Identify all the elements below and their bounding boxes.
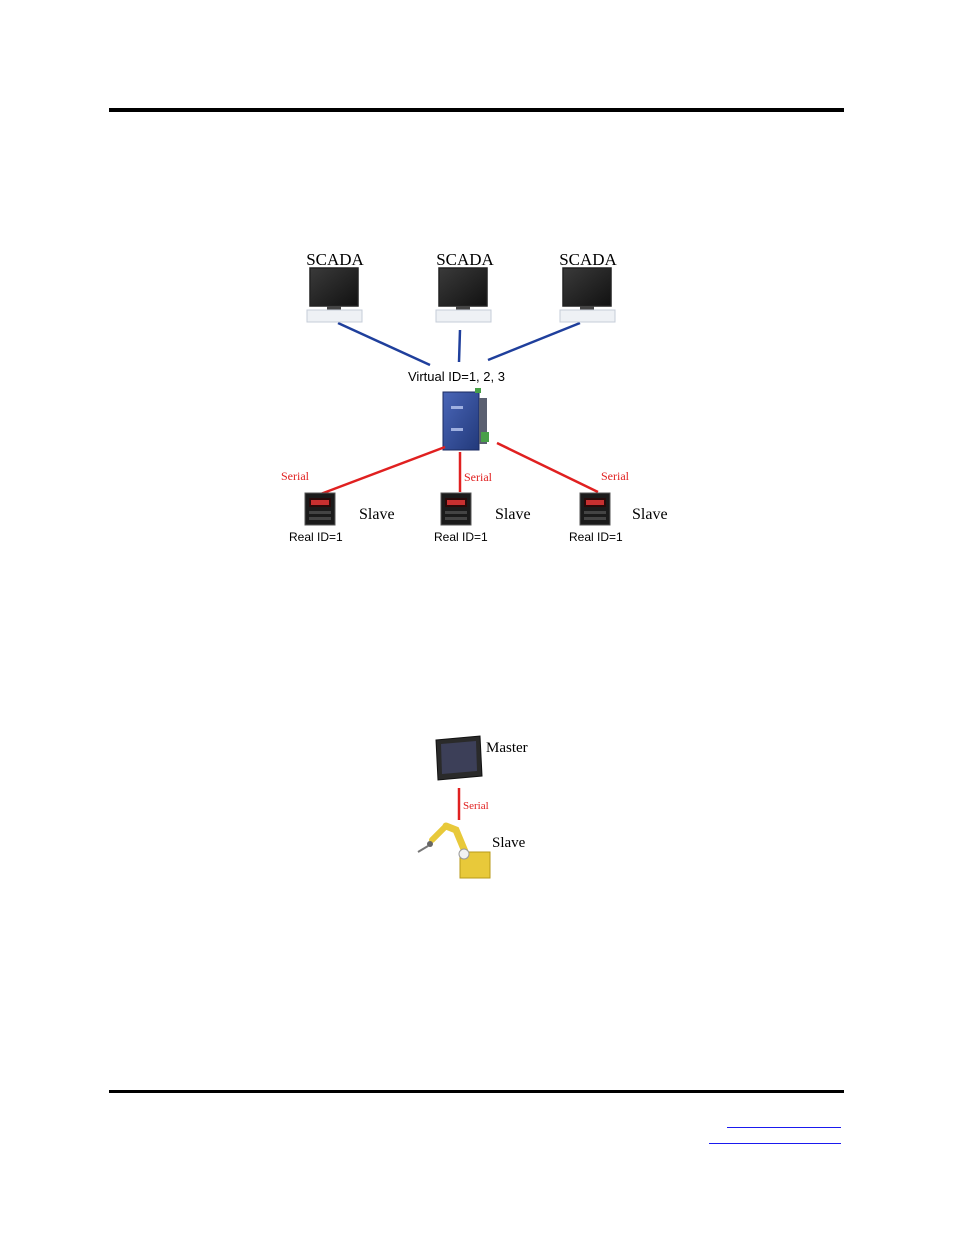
keyboard-icon [307, 310, 362, 322]
serial-label-2: Serial [464, 470, 493, 484]
scada-pc-3 [560, 268, 615, 322]
real-id-label-2: Real ID=1 [434, 530, 488, 544]
serial-label-master-slave: Serial [463, 800, 489, 812]
scada-label-2: SCADA [436, 250, 494, 269]
slave-robot [418, 826, 490, 878]
scada-label-3: SCADA [559, 250, 617, 269]
real-id-label-3: Real ID=1 [569, 530, 623, 544]
slave-label-3: Slave [632, 506, 668, 523]
master-slave-diagram: Master Serial Slave [418, 736, 528, 878]
controller-icon [441, 493, 471, 525]
controller-icon [580, 493, 610, 525]
gateway-virtual-id-label: Virtual ID=1, 2, 3 [408, 369, 505, 384]
controller-icon [305, 493, 335, 525]
real-id-label-1: Real ID=1 [289, 530, 343, 544]
master-label: Master [486, 740, 528, 756]
keyboard-icon [436, 310, 491, 322]
slave-label-2: Slave [495, 506, 531, 523]
serial-label-3: Serial [601, 469, 630, 483]
slave-controller-3 [580, 493, 610, 525]
footer-link-underline-2[interactable] [709, 1143, 841, 1144]
footer-rule [109, 1090, 844, 1093]
monitor-icon [439, 268, 487, 306]
ethernet-link-3 [488, 323, 580, 360]
slave-controller-2 [441, 493, 471, 525]
master-hmi [436, 736, 482, 780]
ethernet-link-1 [338, 323, 430, 365]
keyboard-icon [560, 310, 615, 322]
slave-label-1: Slave [359, 506, 395, 523]
gateway-device [443, 388, 489, 450]
scada-label-1: SCADA [306, 250, 364, 269]
monitor-icon [310, 268, 358, 306]
ethernet-link-2 [459, 330, 460, 362]
serial-link-1 [318, 447, 445, 495]
serial-label-1: Serial [281, 469, 310, 483]
serial-link-3 [497, 443, 598, 492]
scada-pc-2 [436, 268, 491, 322]
slave-robot-label: Slave [492, 835, 526, 851]
gateway-topology-diagram: SCADA SCADA SCADA Virtual ID=1, 2, 3 Ser… [281, 250, 668, 544]
monitor-icon [563, 268, 611, 306]
slave-controller-1 [305, 493, 335, 525]
gateway-icon [443, 392, 479, 450]
footer-link-underline-1[interactable] [727, 1127, 841, 1128]
scada-pc-1 [307, 268, 362, 322]
